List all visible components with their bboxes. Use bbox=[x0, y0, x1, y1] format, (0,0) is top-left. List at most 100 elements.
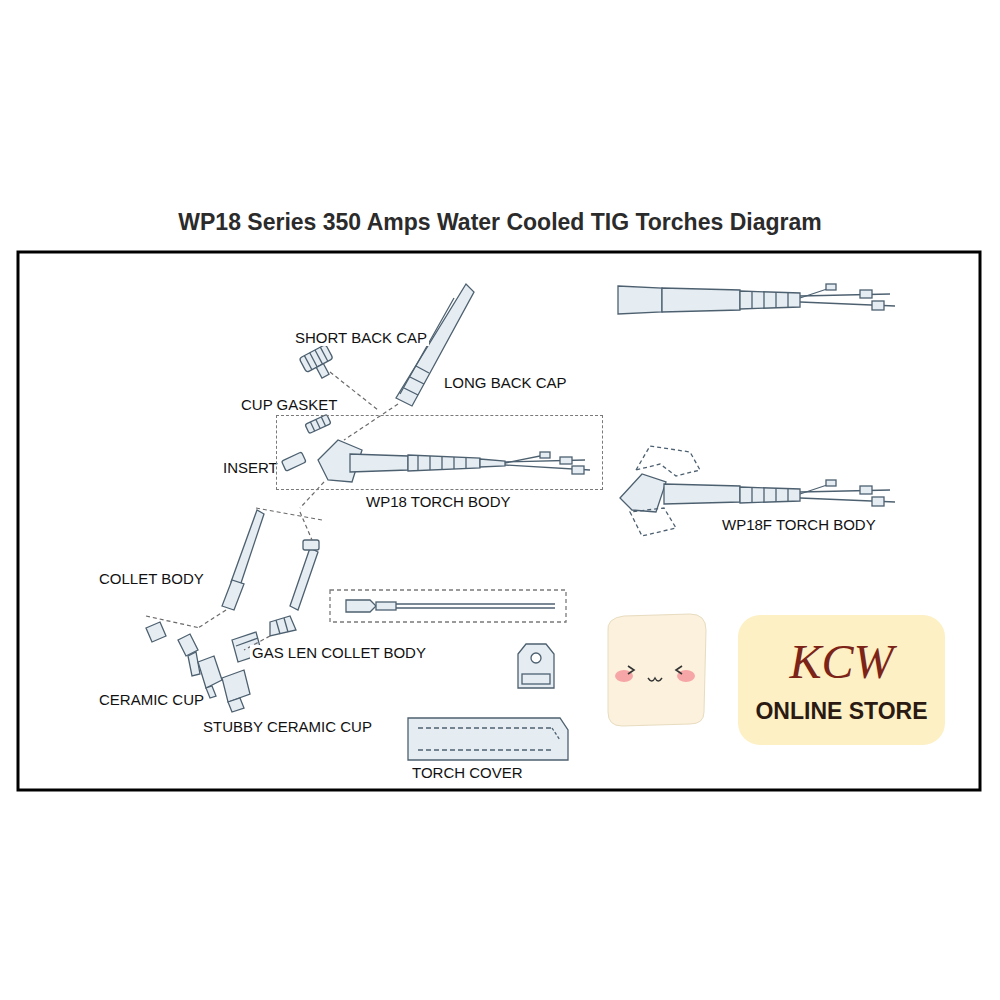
wp18-torch-body bbox=[480, 459, 505, 467]
part-label: STUBBY CERAMIC CUP bbox=[201, 719, 374, 735]
torch-assembly bbox=[860, 290, 872, 298]
cup-gasket bbox=[305, 414, 331, 433]
store-logo: KCW ONLINE STORE bbox=[738, 615, 945, 745]
wp18f-torch-body bbox=[664, 484, 740, 504]
gas-lens-collet-body bbox=[303, 540, 319, 550]
torch-assembly bbox=[618, 286, 662, 314]
wp18-torch-body bbox=[408, 455, 480, 471]
part-label: COLLET BODY bbox=[97, 571, 206, 587]
switch-block bbox=[522, 674, 550, 684]
part-label: TORCH COVER bbox=[410, 765, 525, 781]
short-back-cap bbox=[315, 350, 323, 364]
power-cable bbox=[376, 602, 396, 610]
torch-assembly bbox=[826, 284, 836, 290]
mascot bbox=[608, 614, 706, 726]
ceramic-cup bbox=[146, 622, 166, 642]
short-back-cap bbox=[299, 344, 339, 383]
gas-lens-collet-body bbox=[270, 616, 296, 636]
gas-lens-collet-body bbox=[290, 548, 318, 610]
part-label: GAS LEN COLLET BODY bbox=[250, 645, 428, 661]
ceramic-cup bbox=[146, 622, 222, 698]
short-back-cap bbox=[310, 353, 318, 367]
logo-mark: KCW bbox=[789, 637, 893, 687]
diagram-title: WP18 Series 350 Amps Water Cooled TIG To… bbox=[0, 210, 1000, 234]
wp18f-torch-body bbox=[800, 490, 890, 492]
wp18f-torch-body bbox=[620, 474, 666, 512]
wp18f-torch-body bbox=[872, 497, 884, 506]
leader-line bbox=[198, 610, 226, 628]
cup-gasket bbox=[305, 414, 331, 433]
torch-assembly bbox=[763, 292, 764, 308]
switch-block bbox=[518, 644, 554, 688]
cup-gasket bbox=[316, 419, 320, 428]
wp18-torch-body bbox=[465, 457, 466, 469]
mascot bbox=[628, 666, 634, 674]
leader-line bbox=[300, 482, 324, 508]
long-back-cap bbox=[410, 377, 424, 384]
torch-assembly bbox=[662, 288, 740, 312]
leader-line bbox=[146, 372, 398, 650]
torch-assembly bbox=[787, 293, 788, 307]
wp18-torch-body bbox=[505, 455, 545, 463]
ceramic-cup bbox=[198, 656, 222, 688]
part-label: CERAMIC CUP bbox=[97, 692, 206, 708]
wp18f-torch-body bbox=[763, 488, 764, 502]
long-back-cap bbox=[416, 366, 429, 373]
wp18-torch-body bbox=[572, 466, 584, 474]
wp18f-torch-body bbox=[630, 508, 676, 536]
part-label: CUP GASKET bbox=[239, 397, 339, 413]
mascot bbox=[676, 666, 682, 674]
leader-line bbox=[256, 508, 322, 520]
mascot bbox=[608, 614, 706, 726]
short-back-cap bbox=[316, 364, 329, 378]
logo-text: ONLINE STORE bbox=[755, 699, 927, 723]
torch-assembly bbox=[775, 292, 776, 308]
wp18-torch-body bbox=[453, 457, 454, 469]
leader-line bbox=[300, 512, 312, 540]
wp18f-torch-body bbox=[787, 489, 788, 501]
collet-body bbox=[222, 580, 244, 610]
wp18-torch-body bbox=[350, 454, 408, 472]
torch-assembly bbox=[800, 294, 890, 296]
torch-cover bbox=[408, 718, 568, 760]
part-label: WP18F TORCH BODY bbox=[720, 517, 878, 533]
short-back-cap bbox=[304, 356, 312, 370]
wp18-torch-body bbox=[441, 456, 442, 470]
mascot bbox=[648, 678, 662, 681]
leader-line bbox=[146, 616, 200, 628]
wp18f-torch-body bbox=[860, 486, 872, 494]
wp18f-torch-body bbox=[751, 487, 752, 503]
power-cable bbox=[396, 603, 555, 604]
wp18f-torch-body bbox=[775, 488, 776, 502]
torch-cover bbox=[552, 728, 560, 740]
torch-cover bbox=[418, 749, 552, 750]
torch-assembly bbox=[618, 284, 895, 314]
torch-body-group: WP18 TORCH BODY bbox=[276, 415, 603, 490]
power-cable bbox=[346, 600, 555, 612]
stubby-ceramic-cup bbox=[222, 670, 250, 702]
torch-cover bbox=[408, 718, 568, 760]
wp18f-torch-body bbox=[636, 446, 700, 476]
cable-box bbox=[330, 590, 566, 622]
gas-lens-collet-body bbox=[276, 620, 280, 634]
wp18-torch-body bbox=[417, 455, 418, 471]
collet-body bbox=[222, 510, 264, 610]
collet-body bbox=[231, 510, 264, 586]
insert bbox=[281, 452, 306, 471]
gas-lens-collet-body bbox=[284, 618, 288, 632]
frame bbox=[18, 252, 980, 790]
cup-gasket bbox=[321, 417, 325, 426]
torch-assembly bbox=[751, 291, 752, 309]
group-label: WP18 TORCH BODY bbox=[364, 494, 512, 510]
power-cable bbox=[346, 600, 376, 612]
power-cable bbox=[396, 607, 555, 608]
torch-cover bbox=[418, 727, 552, 728]
wp18f-torch-body bbox=[620, 446, 895, 536]
wp18-torch-body bbox=[560, 457, 572, 464]
torch-assembly bbox=[740, 291, 800, 309]
wp18f-torch-body bbox=[826, 480, 836, 486]
short-back-cap bbox=[320, 347, 328, 361]
part-label: INSERT bbox=[221, 460, 280, 476]
switch-block bbox=[518, 644, 554, 688]
